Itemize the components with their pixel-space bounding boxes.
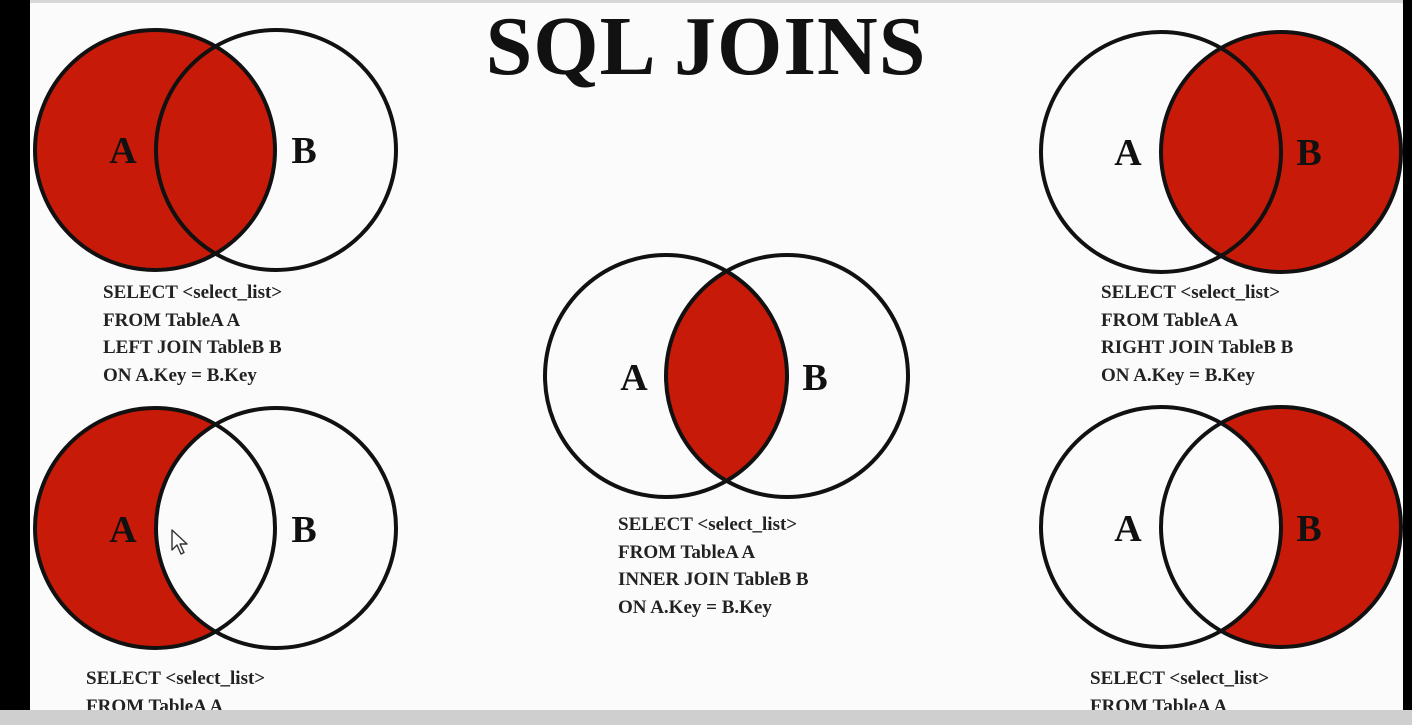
left-join-sql: SELECT <select_list> FROM TableA A LEFT … bbox=[103, 279, 282, 389]
left-join-label-b: B bbox=[291, 130, 316, 172]
right-join-label-a: A bbox=[1114, 132, 1142, 174]
sql-line: FROM TableA A bbox=[1090, 695, 1228, 711]
left-excluding-join-sql: SELECT <select_list> FROM TableA A bbox=[86, 665, 265, 710]
left-join-circle-a bbox=[33, 28, 277, 272]
inner-join-venn: A B bbox=[543, 253, 910, 499]
sql-line: SELECT <select_list> bbox=[1101, 282, 1281, 303]
sql-line: ON A.Key = B.Key bbox=[103, 364, 257, 386]
right-join-circle-b bbox=[1159, 30, 1403, 274]
bottom-strip bbox=[0, 710, 1412, 725]
inner-join-circle-a bbox=[543, 253, 789, 499]
right-excluding-label-b: B bbox=[1296, 508, 1321, 550]
sql-line: ON A.Key = B.Key bbox=[618, 596, 772, 618]
right-join-venn: A B bbox=[1039, 30, 1403, 274]
right-excluding-circle-b bbox=[1159, 405, 1403, 649]
left-letterbox-bar bbox=[0, 0, 30, 710]
right-excluding-join-sql: SELECT <select_list> FROM TableA A bbox=[1090, 665, 1269, 710]
inner-join-fill-intersection bbox=[666, 255, 787, 497]
left-excluding-label-a: A bbox=[109, 509, 137, 551]
top-border bbox=[30, 0, 1403, 3]
sql-line: FROM TableA A bbox=[618, 541, 756, 563]
sql-line: ON A.Key = B.Key bbox=[1101, 364, 1255, 386]
left-excluding-circle-a bbox=[33, 406, 277, 650]
inner-join-sql: SELECT <select_list> FROM TableA A INNER… bbox=[618, 511, 809, 621]
right-letterbox-bar bbox=[1403, 0, 1412, 710]
mouse-pointer-icon bbox=[171, 529, 188, 555]
left-join-circle-b bbox=[154, 28, 398, 272]
sql-line: INNER JOIN TableB B bbox=[618, 569, 809, 590]
sql-line: LEFT JOIN TableB B bbox=[103, 337, 282, 358]
inner-join-label-b: B bbox=[802, 357, 827, 399]
right-excluding-join-venn: A B bbox=[1039, 405, 1403, 649]
right-join-sql: SELECT <select_list> FROM TableA A RIGHT… bbox=[1101, 279, 1293, 389]
sql-line: FROM TableA A bbox=[103, 309, 241, 331]
left-join-label-a: A bbox=[109, 130, 137, 172]
inner-join-label-a: A bbox=[620, 357, 648, 399]
sql-line: FROM TableA A bbox=[1101, 309, 1239, 331]
right-join-label-b: B bbox=[1296, 132, 1321, 174]
right-excluding-circle-a bbox=[1039, 405, 1283, 649]
right-excluding-label-a: A bbox=[1114, 508, 1142, 550]
page-title: SQL JOINS bbox=[485, 0, 927, 93]
sql-line: RIGHT JOIN TableB B bbox=[1101, 337, 1294, 358]
left-excluding-label-b: B bbox=[291, 509, 316, 551]
right-join-circle-a bbox=[1039, 30, 1283, 274]
sql-line: SELECT <select_list> bbox=[86, 668, 266, 689]
sql-line: FROM TableA A bbox=[86, 695, 224, 711]
left-excluding-circle-b bbox=[154, 406, 398, 650]
inner-join-circle-b bbox=[664, 253, 910, 499]
sql-line: SELECT <select_list> bbox=[103, 282, 283, 303]
sql-line: SELECT <select_list> bbox=[1090, 668, 1270, 689]
sql-line: SELECT <select_list> bbox=[618, 514, 798, 535]
left-excluding-join-venn: A B bbox=[33, 406, 398, 650]
left-join-venn: A B bbox=[33, 28, 398, 272]
